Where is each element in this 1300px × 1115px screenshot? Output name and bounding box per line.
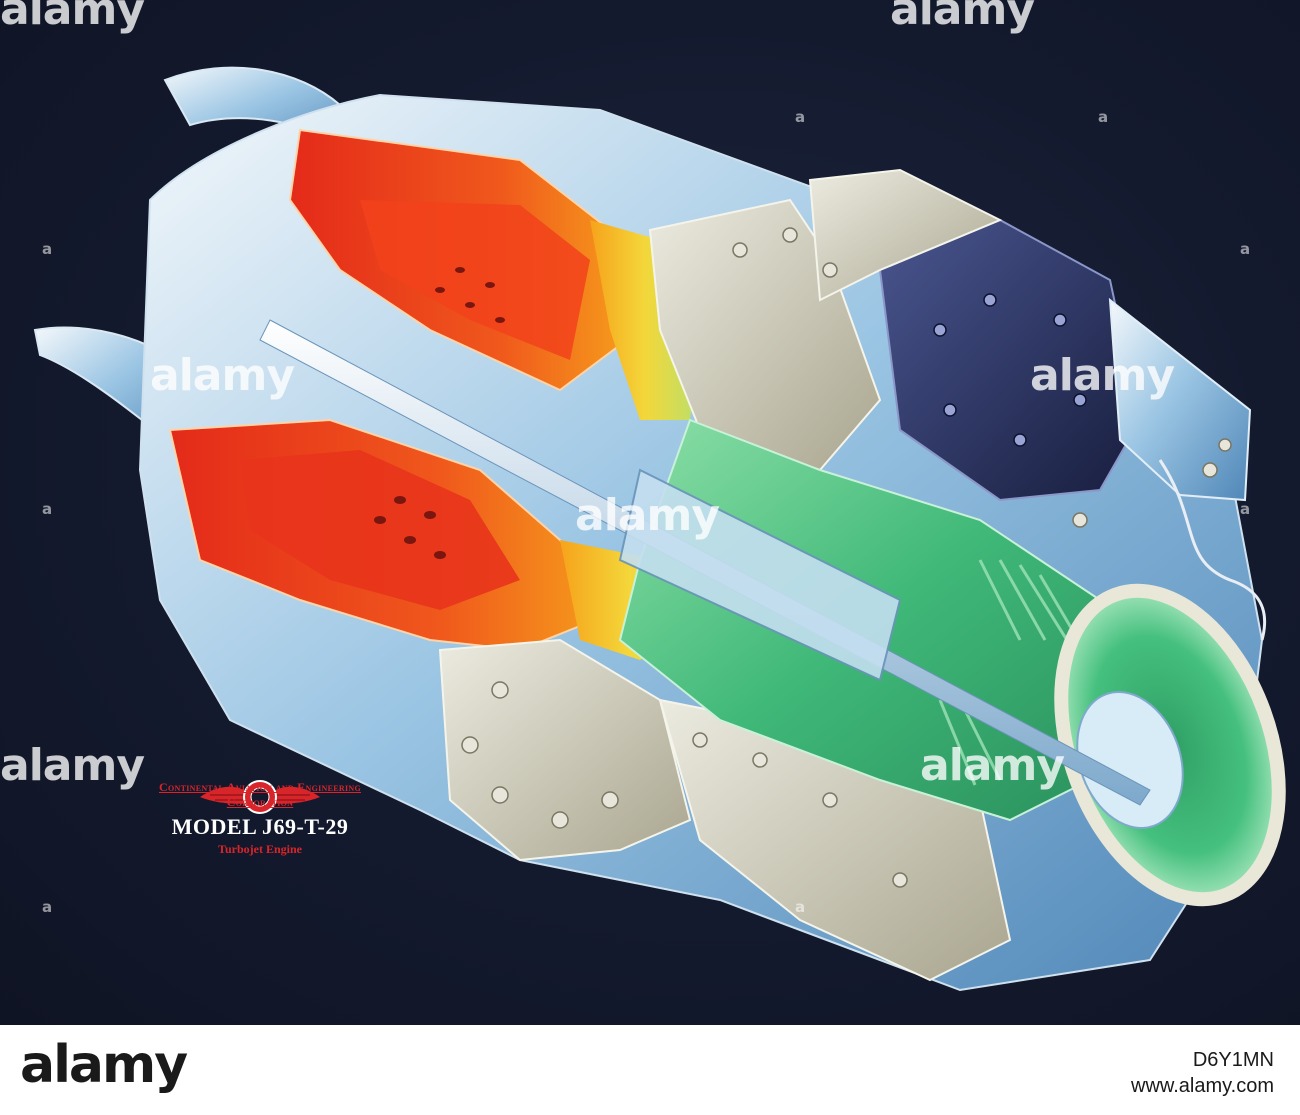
fuel-line — [1158, 459, 1267, 641]
poster-artwork: alamy alamy alamy alamy alamy alamy alam… — [0, 0, 1300, 1025]
title-block: Continental Aviation and Engineering Cor… — [150, 778, 370, 857]
gear-housing — [618, 468, 902, 682]
impeller-blades — [938, 559, 1092, 786]
watermark: alamy — [150, 350, 295, 401]
bolt-heads — [461, 227, 1232, 888]
watermark-mark: a — [1240, 240, 1251, 258]
watermark-mark: a — [1240, 500, 1251, 518]
image-id: D6Y1MN — [1192, 1049, 1274, 1071]
watermark-mark: a — [42, 500, 53, 518]
gearbox-bolts — [933, 293, 1087, 447]
watermark: alamy — [890, 0, 1035, 35]
accessory-mount-plate — [808, 168, 1003, 302]
engine-type: Turbojet Engine — [218, 842, 302, 856]
watermark: alamy — [575, 490, 720, 541]
watermark-mark: a — [1098, 108, 1109, 126]
watermark: alamy — [920, 740, 1065, 791]
watermark-mark: a — [795, 108, 806, 126]
combustion-liner-upper — [360, 200, 590, 360]
model-name: MODEL J69-T-29 — [171, 814, 349, 839]
stock-footer: alamy D6Y1MN www.alamy.com — [0, 1025, 1300, 1115]
watermark-mark: a — [42, 898, 53, 916]
liner-cooling-holes — [374, 267, 505, 559]
company-name: Continental Aviation and Engineering Cor… — [159, 780, 361, 809]
accessory-arm — [1108, 297, 1252, 502]
watermark-mark: a — [42, 240, 53, 258]
engine-cutaway-illustration — [33, 66, 1286, 992]
site-url[interactable]: www.alamy.com — [1131, 1075, 1274, 1097]
footer-brand-logo[interactable]: alamy — [20, 1035, 188, 1095]
watermark: alamy — [0, 740, 145, 791]
watermark: alamy — [1030, 350, 1175, 401]
combustion-liner-lower — [240, 450, 520, 610]
inlet-nose-cone — [1076, 691, 1184, 829]
watermark-mark: a — [795, 898, 806, 916]
company-logo — [200, 780, 320, 814]
watermark: alamy — [0, 0, 145, 35]
footer-image-info: D6Y1MN www.alamy.com — [1131, 1047, 1274, 1099]
accessory-gearbox — [878, 218, 1142, 502]
